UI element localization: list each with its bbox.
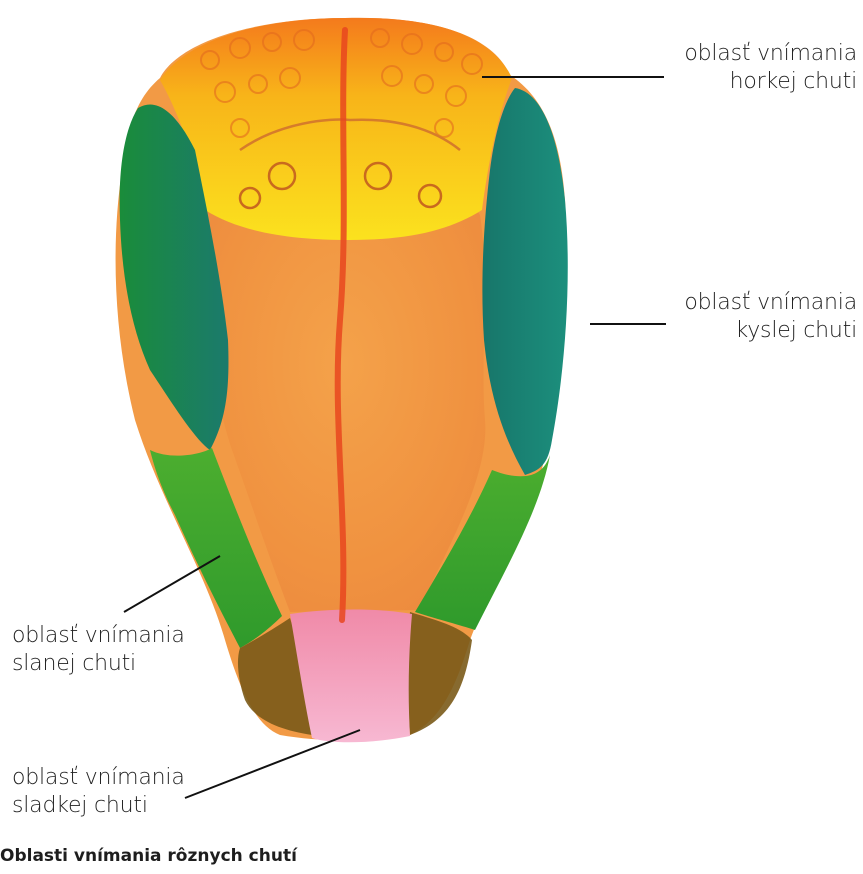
label-salty-line1: oblasť vnímania <box>12 622 185 650</box>
label-sour-line2: kyslej chuti <box>684 317 857 345</box>
label-bitter-line2: horkej chuti <box>684 68 857 96</box>
leader-line-sweet <box>185 730 360 798</box>
figure-caption: Oblasti vnímania rôznych chutí <box>0 846 297 866</box>
label-sweet-line1: oblasť vnímania <box>12 764 185 792</box>
label-sweet-line2: sladkej chuti <box>12 792 185 820</box>
label-sweet-taste: oblasť vnímania sladkej chuti <box>12 764 185 820</box>
label-salty-line2: slanej chuti <box>12 650 185 678</box>
label-salty-taste: oblasť vnímania slanej chuti <box>12 622 185 678</box>
label-sour-taste: oblasť vnímania kyslej chuti <box>684 289 857 345</box>
label-sour-line1: oblasť vnímania <box>684 289 857 317</box>
label-bitter-line1: oblasť vnímania <box>684 40 857 68</box>
label-bitter-taste: oblasť vnímania horkej chuti <box>684 40 857 96</box>
